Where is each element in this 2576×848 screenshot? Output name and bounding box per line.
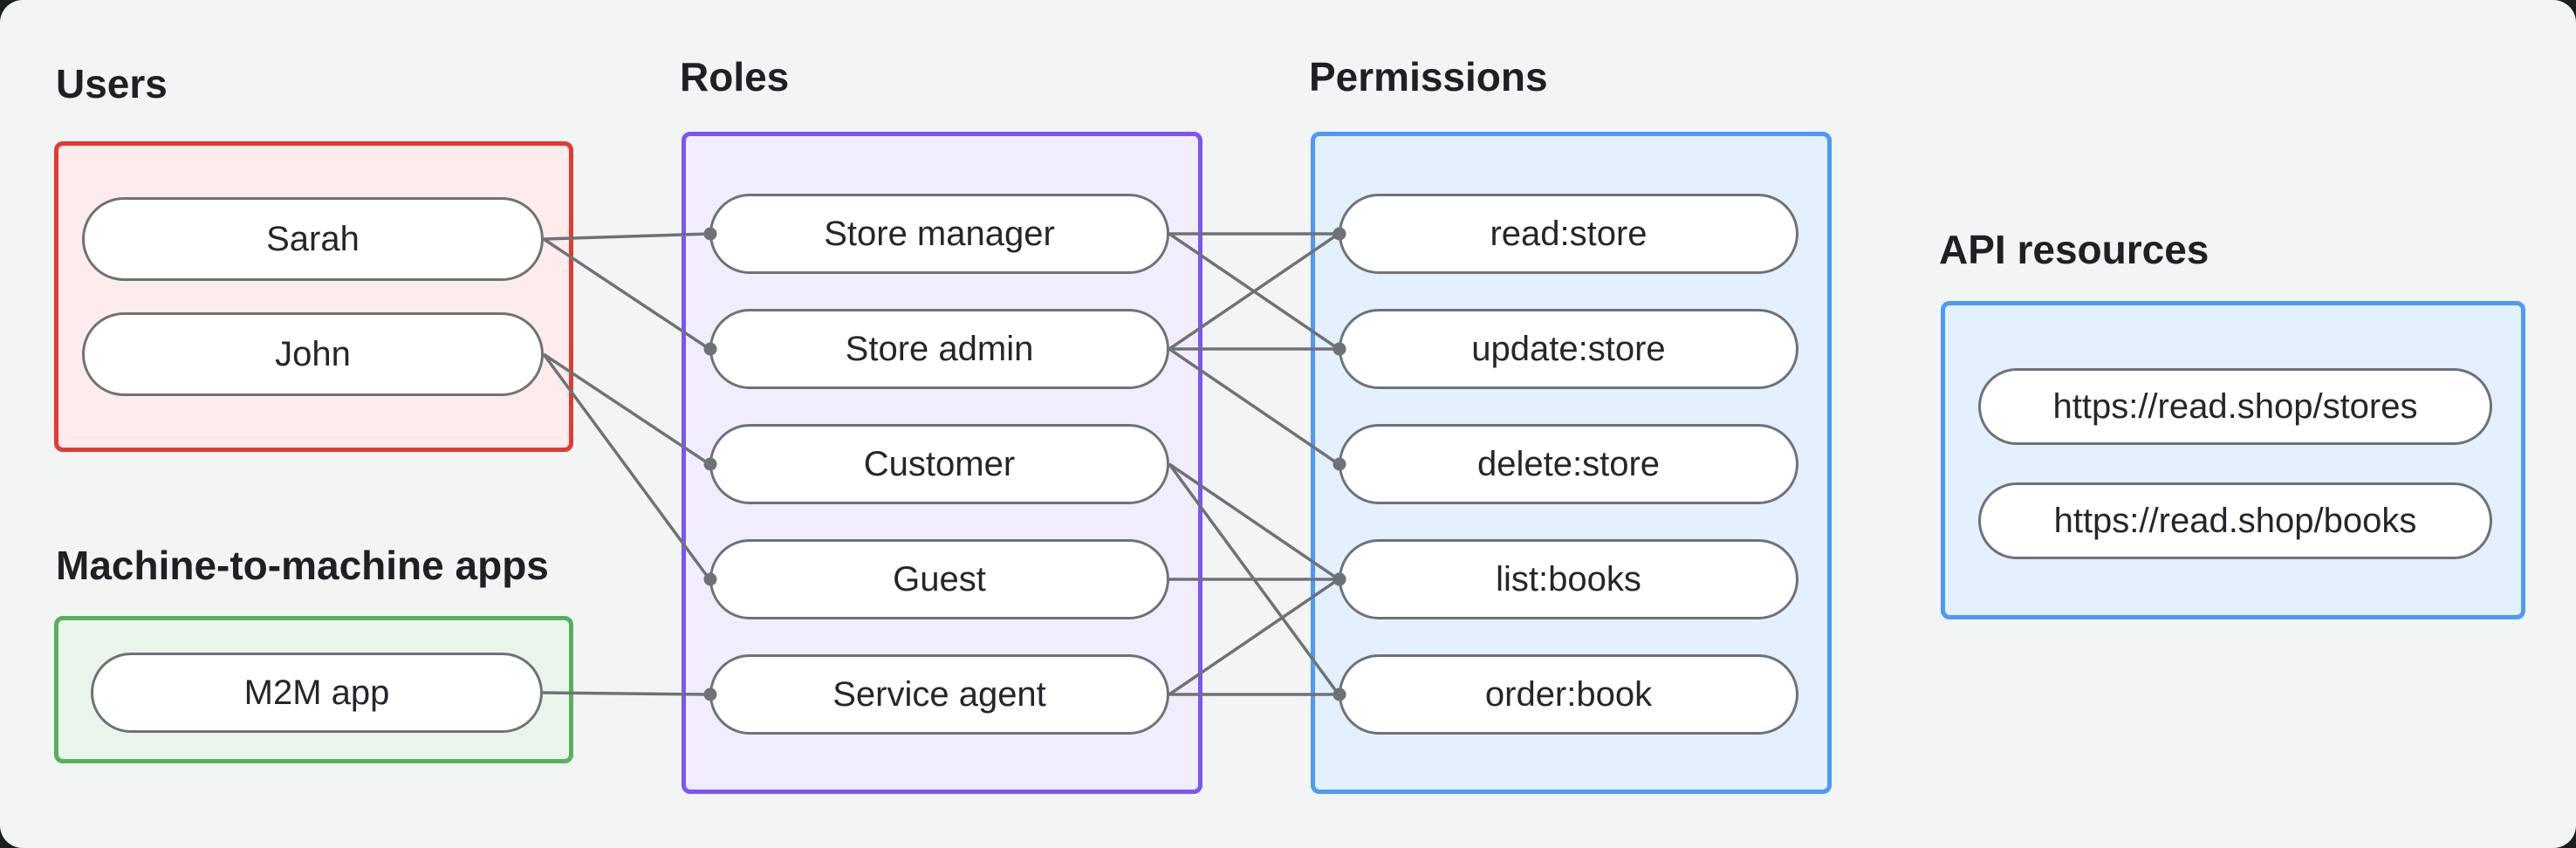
node-delete-store: delete:store — [1339, 424, 1798, 504]
node-read-store-label: read:store — [1490, 214, 1648, 253]
node-sarah: Sarah — [82, 197, 544, 281]
node-books-api-label: https://read.shop/books — [2053, 501, 2417, 540]
node-list-books-label: list:books — [1496, 559, 1641, 598]
permissions-group-box: read:store update:store delete:store lis… — [1311, 132, 1832, 794]
node-service-agent: Service agent — [709, 654, 1169, 735]
node-guest-label: Guest — [893, 559, 986, 598]
node-update-store: update:store — [1339, 309, 1798, 389]
users-group-box: Sarah John — [54, 141, 573, 452]
roles-group-box: Store manager Store admin Customer Guest… — [682, 132, 1202, 794]
node-customer-label: Customer — [863, 444, 1016, 483]
node-m2m-app-label: M2M app — [243, 673, 390, 712]
node-john-label: John — [275, 334, 351, 373]
node-store-manager: Store manager — [709, 194, 1169, 274]
node-order-book-label: order:book — [1484, 674, 1653, 714]
api-resources-group-label: API resources — [1939, 227, 2209, 272]
node-m2m-app: M2M app — [91, 653, 543, 733]
node-sarah-label: Sarah — [266, 219, 360, 258]
node-store-admin: Store admin — [709, 309, 1169, 389]
node-service-agent-label: Service agent — [832, 674, 1046, 714]
api-resources-group-box: https://read.shop/stores https://read.sh… — [1941, 301, 2525, 619]
node-store-admin-label: Store admin — [845, 329, 1034, 368]
node-list-books: list:books — [1339, 539, 1798, 619]
node-order-book: order:book — [1339, 654, 1798, 735]
node-read-store: read:store — [1339, 194, 1798, 274]
node-delete-store-label: delete:store — [1476, 444, 1661, 483]
users-group-label: Users — [56, 61, 168, 106]
node-books-api: https://read.shop/books — [1978, 482, 2492, 559]
node-stores-api-label: https://read.shop/stores — [2052, 386, 2418, 426]
node-store-manager-label: Store manager — [824, 214, 1055, 253]
node-stores-api: https://read.shop/stores — [1978, 368, 2492, 445]
node-customer: Customer — [709, 424, 1169, 504]
roles-group-label: Roles — [680, 54, 790, 99]
m2m-group-label: Machine-to-machine apps — [56, 543, 549, 588]
permissions-group-label: Permissions — [1309, 54, 1548, 99]
node-john: John — [82, 312, 544, 396]
m2m-group-box: M2M app — [54, 616, 573, 763]
node-guest: Guest — [709, 539, 1169, 619]
node-update-store-label: update:store — [1471, 329, 1666, 368]
